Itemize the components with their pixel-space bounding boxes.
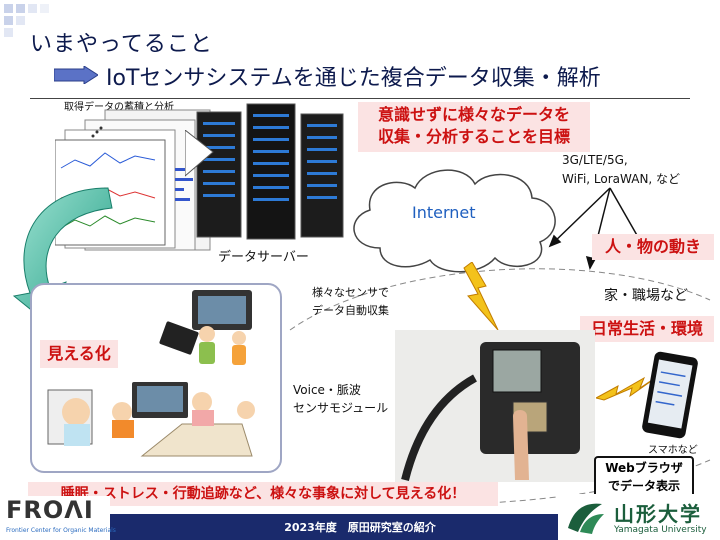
server-caption: データサーバー — [218, 250, 309, 265]
server-image — [196, 103, 344, 240]
data-charts-image — [55, 109, 211, 251]
lightning-icon — [463, 262, 499, 331]
home-work-label: 家・職場など — [604, 288, 688, 304]
corner-decoration — [4, 28, 13, 37]
university-logo: 山形大学 Yamagata University — [558, 494, 720, 540]
corner-decoration — [16, 4, 25, 13]
university-name: 山形大学 — [614, 502, 702, 526]
sensors-line1: 様々なセンサで — [312, 286, 389, 299]
visualization-illustration — [47, 290, 255, 457]
froni-logo-text: FROΛΙ — [6, 496, 94, 524]
web-display-box: Webブラウザ でデータ表示 — [594, 456, 694, 501]
visualize-label: 見える化 — [40, 340, 118, 368]
people-motion-label: 人・物の動き — [592, 234, 714, 260]
callout-pointer — [185, 130, 214, 177]
corner-decoration — [40, 4, 49, 13]
voice-line2: センサモジュール — [293, 401, 389, 415]
network-line1: 3G/LTE/5G, — [562, 153, 628, 167]
corner-decoration — [4, 4, 13, 13]
smartphone-label: スマホなど — [648, 445, 698, 456]
smartphone-image — [642, 351, 698, 439]
goal-line2: 収集・分析することを目標 — [377, 127, 570, 146]
sensors-line2: データ自動収集 — [312, 304, 389, 317]
web-line1: Webブラウザ — [605, 461, 683, 475]
internet-label: Internet — [412, 203, 476, 222]
goal-line1: 意識せずに様々なデータを — [377, 105, 570, 124]
voice-line1: Voice・脈波 — [293, 383, 361, 397]
title-underline — [30, 98, 690, 99]
data-analysis-caption: 取得データの蓄積と分析 — [64, 102, 174, 113]
cloud-icon — [353, 169, 556, 273]
corner-decoration — [16, 16, 25, 25]
title-line2: IoTセンサシステムを通じた複合データ収集・解析 — [106, 66, 601, 91]
title-line1: いまやってること — [30, 32, 213, 57]
froni-logo: FROΛΙ Frontier Center for Organic Materi… — [0, 496, 116, 540]
daily-env-label: 日常生活・環境 — [580, 316, 714, 342]
university-emblem-icon — [568, 503, 604, 534]
right-arrow-icon — [54, 66, 98, 84]
corner-decoration — [28, 4, 37, 13]
sensor-device-photo — [395, 330, 595, 482]
goal-box: 意識せずに様々なデータを 収集・分析することを目標 — [358, 102, 590, 152]
network-line2: WiFi, LoraWAN, など — [562, 172, 681, 186]
froni-logo-sub: Frontier Center for Organic Materials — [6, 527, 116, 534]
footer-text: 2023年度 原田研究室の紹介 — [284, 521, 436, 534]
corner-decoration — [4, 16, 13, 25]
web-line2: でデータ表示 — [607, 479, 680, 493]
university-sub: Yamagata University — [614, 525, 707, 535]
